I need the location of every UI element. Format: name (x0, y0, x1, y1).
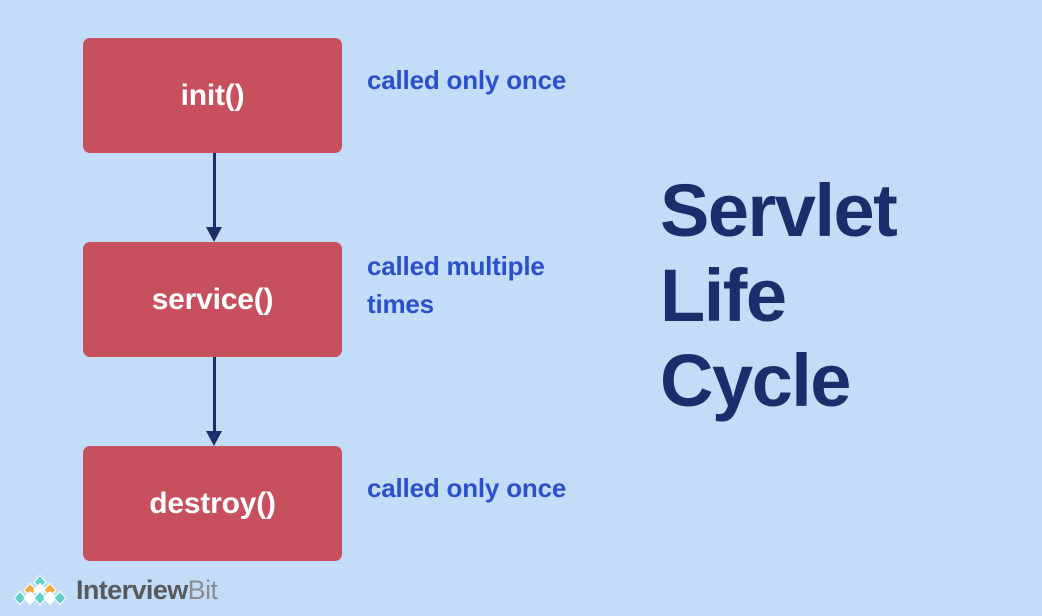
servlet-lifecycle-flow: init() service() destroy() called only o… (83, 38, 567, 561)
arrow-head-icon (206, 227, 222, 242)
flow-node-destroy-label: destroy() (149, 486, 276, 520)
page-title-line-1: Servlet (660, 169, 898, 252)
interviewbit-wordmark: InterviewBit (76, 574, 218, 605)
annotation-init: called only once (367, 65, 567, 95)
arrow-shaft (213, 153, 216, 227)
flow-node-service: service() (83, 242, 342, 357)
flow-node-destroy: destroy() (83, 446, 342, 561)
flow-arrow-service-to-destroy (206, 357, 223, 446)
page-title-line-2: Life (660, 254, 787, 338)
interviewbit-diamond-mark-icon (13, 574, 67, 606)
page-title-line-3: Cycle (660, 339, 851, 423)
flow-node-init: init() (83, 38, 342, 153)
logo-word-bit: Bit (187, 574, 218, 605)
flow-node-init-label: init() (180, 78, 245, 112)
arrow-head-icon (206, 431, 222, 446)
page-title: Servlet Life Cycle (660, 168, 1030, 423)
arrow-shaft (213, 357, 216, 431)
flow-arrow-init-to-service (206, 153, 223, 242)
interviewbit-logo: InterviewBit (12, 570, 218, 610)
annotation-destroy: called only once (367, 473, 567, 503)
annotation-service: called multiple times (367, 251, 545, 319)
flow-node-service-label: service() (151, 282, 274, 316)
logo-word-interview: Interview (76, 574, 188, 605)
